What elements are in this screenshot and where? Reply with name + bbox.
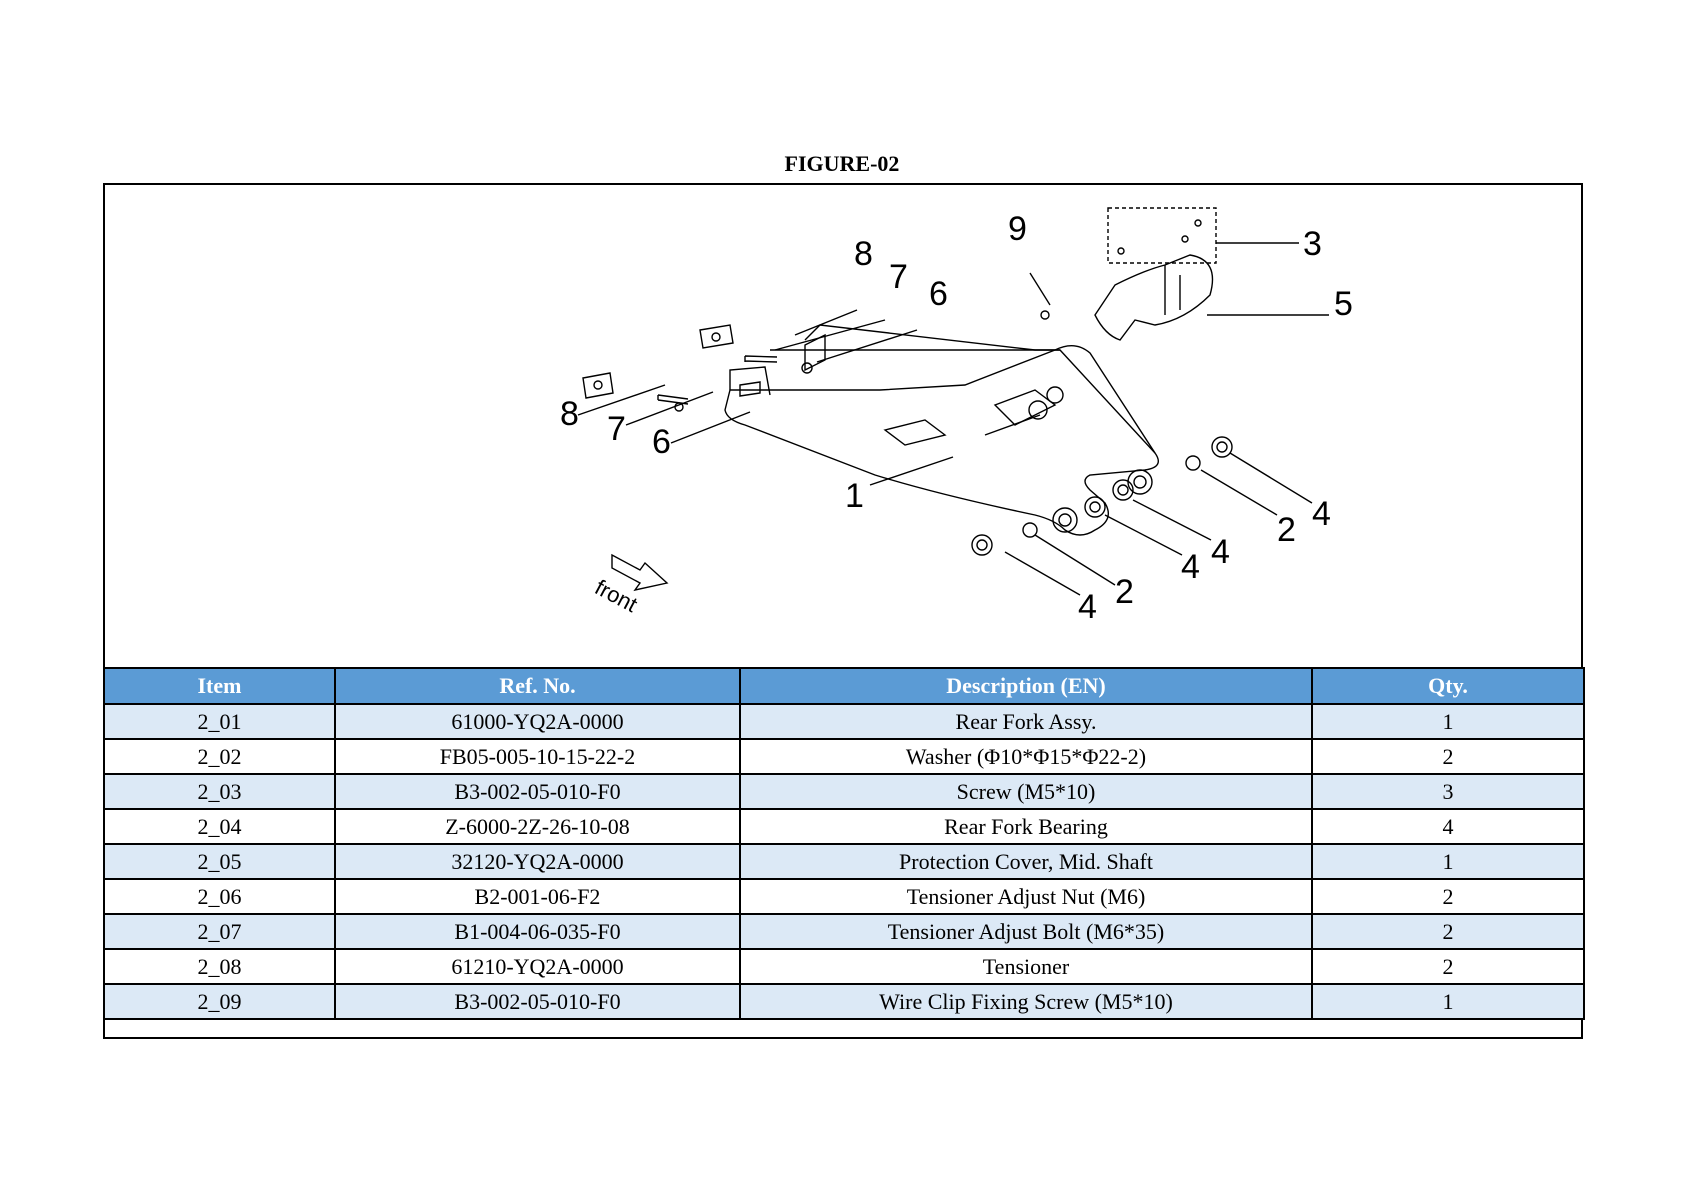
cell-item: 2_02 [103, 738, 336, 775]
cell-qty: 2 [1311, 738, 1585, 775]
cell-ref-no: B1-004-06-035-F0 [334, 913, 741, 950]
cell-qty: 1 [1311, 983, 1585, 1020]
callout-9: 9 [1008, 210, 1027, 248]
cell-ref-no: B2-001-06-F2 [334, 878, 741, 915]
cell-qty: 2 [1311, 878, 1585, 915]
parts-table: Item Ref. No. Description (EN) Qty. 2_01… [103, 667, 1585, 1020]
cell-qty: 4 [1311, 808, 1585, 845]
cell-ref-no: B3-002-05-010-F0 [334, 983, 741, 1020]
header-qty: Qty. [1311, 667, 1585, 705]
callout-6-upper: 6 [929, 275, 948, 313]
table-row: 2_07 B1-004-06-035-F0 Tensioner Adjust B… [103, 913, 1585, 950]
cell-description: Rear Fork Assy. [739, 703, 1313, 740]
cell-ref-no: FB05-005-10-15-22-2 [334, 738, 741, 775]
exploded-diagram: 8 7 6 9 3 5 8 7 6 1 4 2 4 4 2 4 front [105, 185, 1581, 667]
table-row: 2_01 61000-YQ2A-0000 Rear Fork Assy. 1 [103, 703, 1585, 740]
front-label: front [591, 574, 642, 617]
cell-item: 2_05 [103, 843, 336, 880]
header-description: Description (EN) [739, 667, 1313, 705]
screw-detail-box [1107, 207, 1217, 264]
callout-8-lower: 8 [560, 395, 579, 433]
cell-description: Wire Clip Fixing Screw (M5*10) [739, 983, 1313, 1020]
header-item: Item [103, 667, 336, 705]
callout-4-a: 4 [1078, 588, 1097, 626]
cell-description: Tensioner Adjust Bolt (M6*35) [739, 913, 1313, 950]
cell-item: 2_06 [103, 878, 336, 915]
cell-qty: 1 [1311, 703, 1585, 740]
callout-7-lower: 7 [607, 410, 626, 448]
callout-7-upper: 7 [889, 258, 908, 296]
front-arrow [611, 553, 669, 592]
table-row: 2_04 Z-6000-2Z-26-10-08 Rear Fork Bearin… [103, 808, 1585, 845]
cell-description: Tensioner [739, 948, 1313, 985]
cell-qty: 2 [1311, 948, 1585, 985]
cell-item: 2_07 [103, 913, 336, 950]
callout-5: 5 [1334, 285, 1353, 323]
cell-item: 2_04 [103, 808, 336, 845]
cell-ref-no: 32120-YQ2A-0000 [334, 843, 741, 880]
tensioner-lower [582, 372, 614, 399]
table-header-row: Item Ref. No. Description (EN) Qty. [103, 667, 1585, 705]
cell-qty: 2 [1311, 913, 1585, 950]
table-row: 2_05 32120-YQ2A-0000 Protection Cover, M… [103, 843, 1585, 880]
cell-item: 2_09 [103, 983, 336, 1020]
callout-6-lower: 6 [652, 423, 671, 461]
figure-frame: 8 7 6 9 3 5 8 7 6 1 4 2 4 4 2 4 front [103, 183, 1585, 1039]
cell-description: Tensioner Adjust Nut (M6) [739, 878, 1313, 915]
cell-description: Protection Cover, Mid. Shaft [739, 843, 1313, 880]
callout-4-b: 4 [1181, 548, 1200, 586]
cell-description: Screw (M5*10) [739, 773, 1313, 810]
cell-item: 2_03 [103, 773, 336, 810]
cell-ref-no: Z-6000-2Z-26-10-08 [334, 808, 741, 845]
protection-cover [1094, 254, 1214, 341]
tensioner-upper [699, 324, 734, 349]
callout-3: 3 [1303, 225, 1322, 263]
figure-title: FIGURE-02 [784, 151, 900, 176]
cell-ref-no: B3-002-05-010-F0 [334, 773, 741, 810]
callout-2-b: 2 [1277, 511, 1296, 549]
callout-4-d: 4 [1312, 495, 1331, 533]
callout-4-c: 4 [1211, 533, 1230, 571]
cell-description: Washer (Φ10*Φ15*Φ22-2) [739, 738, 1313, 775]
cell-item: 2_01 [103, 703, 336, 740]
callout-2-a: 2 [1115, 573, 1134, 611]
table-row: 2_06 B2-001-06-F2 Tensioner Adjust Nut (… [103, 878, 1585, 915]
rear-fork-body [724, 345, 1159, 536]
callout-8-upper: 8 [854, 235, 873, 273]
cell-ref-no: 61210-YQ2A-0000 [334, 948, 741, 985]
cell-qty: 1 [1311, 843, 1585, 880]
table-row: 2_09 B3-002-05-010-F0 Wire Clip Fixing S… [103, 983, 1585, 1020]
callout-1: 1 [845, 477, 864, 515]
cell-item: 2_08 [103, 948, 336, 985]
header-ref-no: Ref. No. [334, 667, 741, 705]
cell-qty: 3 [1311, 773, 1585, 810]
cell-ref-no: 61000-YQ2A-0000 [334, 703, 741, 740]
table-row: 2_03 B3-002-05-010-F0 Screw (M5*10) 3 [103, 773, 1585, 810]
table-row: 2_02 FB05-005-10-15-22-2 Washer (Φ10*Φ15… [103, 738, 1585, 775]
table-row: 2_08 61210-YQ2A-0000 Tensioner 2 [103, 948, 1585, 985]
cell-description: Rear Fork Bearing [739, 808, 1313, 845]
